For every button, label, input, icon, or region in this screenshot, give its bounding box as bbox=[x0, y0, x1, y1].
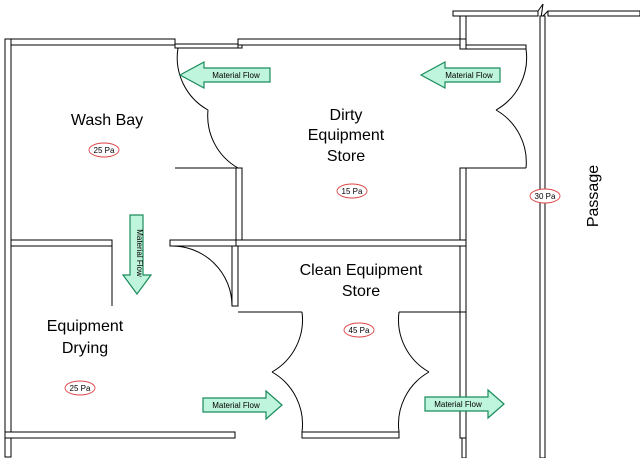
wall-wash-drying-2 bbox=[169, 239, 243, 247]
door-frame-top-right bbox=[465, 44, 527, 50]
door-swing-14 bbox=[398, 311, 430, 373]
door-swing-8 bbox=[169, 245, 233, 307]
wall-clean-east bbox=[459, 311, 467, 439]
wall-top-passage bbox=[452, 10, 539, 17]
pressure-badge-dirty: 15 Pa bbox=[336, 183, 368, 199]
door-swing-15 bbox=[398, 371, 430, 433]
wall-top-passage-2 bbox=[547, 10, 640, 17]
door-swing-3 bbox=[207, 109, 239, 169]
flow-arrow-top-right: Material Flow bbox=[419, 60, 501, 90]
room-label-drying-1: Equipment bbox=[47, 318, 124, 335]
pressure-value: 25 Pa bbox=[70, 384, 91, 393]
door-frame-top bbox=[174, 43, 239, 49]
flow-label: Material Flow bbox=[434, 400, 482, 409]
wall-dirty-clean bbox=[235, 239, 467, 247]
wall-wash-drying bbox=[10, 239, 113, 247]
flow-arrow-bottom-left: Material Flow bbox=[202, 389, 283, 421]
room-label-dirty-3: Store bbox=[327, 148, 365, 165]
room-label-dirty-1: Dirty bbox=[330, 107, 363, 124]
door-swing-5 bbox=[495, 48, 528, 111]
door-swing-2 bbox=[176, 47, 209, 111]
flow-label: Material Flow bbox=[445, 71, 493, 80]
room-label-passage: Passage bbox=[585, 165, 602, 227]
wall-south-2 bbox=[301, 431, 400, 439]
room-label-wash-bay: Wash Bay bbox=[71, 112, 143, 129]
pressure-badge-passage: 30 Pa bbox=[529, 188, 561, 204]
pressure-value: 15 Pa bbox=[342, 187, 363, 196]
wall-drying-clean bbox=[231, 245, 239, 307]
pressure-value: 45 Pa bbox=[349, 326, 370, 335]
break-line bbox=[537, 3, 549, 20]
room-label-dirty-2: Equipment bbox=[308, 127, 385, 144]
pressure-badge-clean: 45 Pa bbox=[343, 322, 375, 338]
door-swing-7 bbox=[495, 109, 527, 169]
room-label-clean-2: Store bbox=[342, 283, 380, 300]
flow-arrow-bottom-right: Material Flow bbox=[424, 388, 505, 420]
door-swing-12 bbox=[271, 371, 303, 433]
door-swing-11 bbox=[271, 311, 303, 373]
flow-label: Material Flow bbox=[212, 71, 260, 80]
wall-south bbox=[4, 431, 236, 439]
wall-north bbox=[4, 38, 176, 46]
flow-arrow-top-left: Material Flow bbox=[178, 60, 271, 90]
room-label-clean-1: Clean Equipment bbox=[300, 262, 423, 279]
pressure-badge-wash-bay: 25 Pa bbox=[88, 142, 120, 158]
pressure-value: 30 Pa bbox=[535, 192, 556, 201]
wall-west bbox=[4, 38, 12, 458]
wall-north-2 bbox=[237, 38, 461, 46]
pressure-value: 25 Pa bbox=[94, 146, 115, 155]
wall-wash-dirty bbox=[235, 167, 243, 245]
wall-dirty-east-top bbox=[459, 38, 467, 50]
room-label-drying-2: Drying bbox=[62, 340, 108, 357]
flow-label: Material Flow bbox=[135, 229, 144, 277]
flow-arrow-down: Material Flow bbox=[121, 214, 153, 296]
flow-label: Material Flow bbox=[212, 401, 260, 410]
wall-passage-edge bbox=[539, 15, 546, 458]
pressure-badge-drying: 25 Pa bbox=[64, 380, 96, 396]
